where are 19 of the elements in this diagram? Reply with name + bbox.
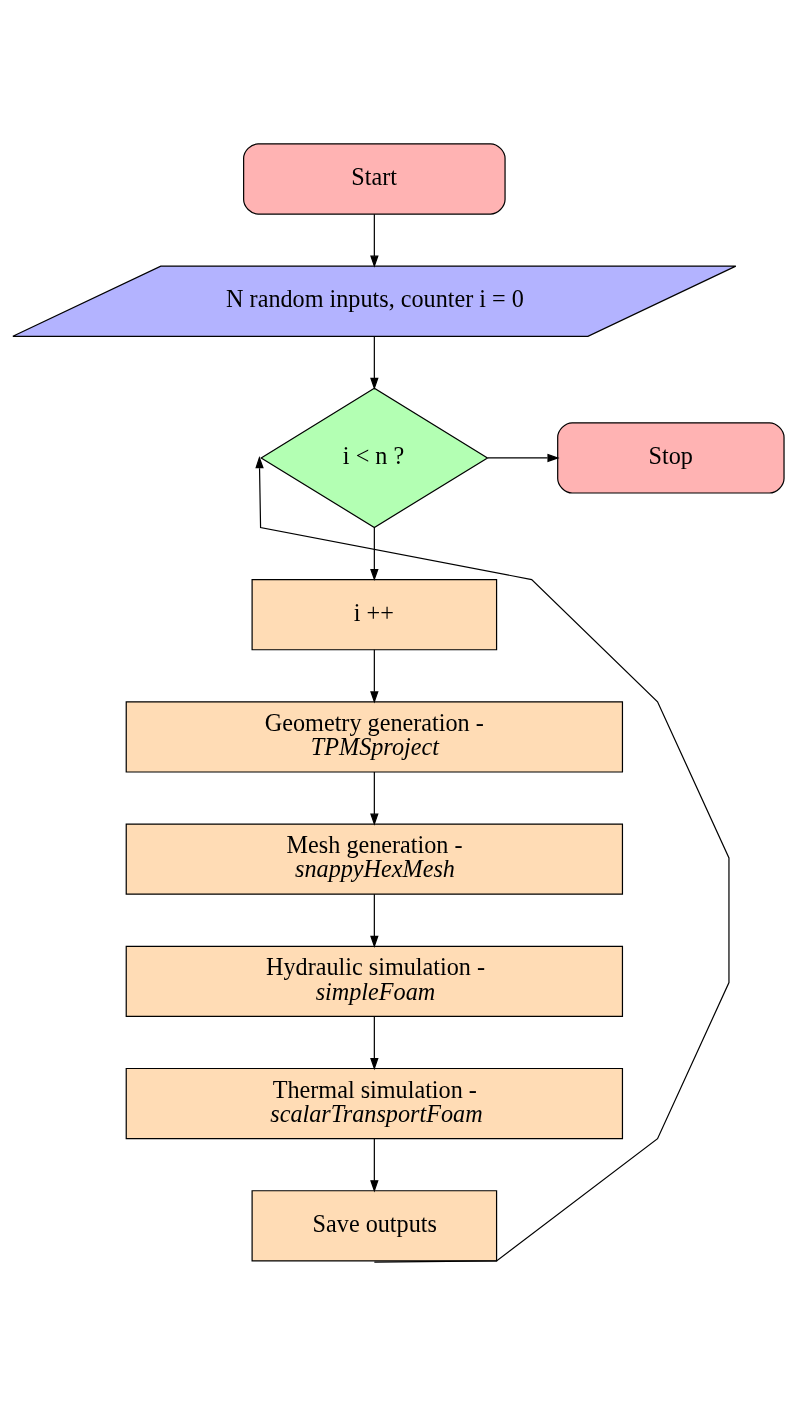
arrow — [370, 648, 379, 703]
arrow — [370, 1015, 379, 1070]
arrow — [370, 213, 379, 268]
node-box: i ++ — [251, 578, 498, 650]
node-box: Geometry generation - TPMSproject — [125, 700, 624, 773]
node-box: Mesh generation - snappyHexMesh — [125, 822, 624, 895]
arrow — [370, 893, 379, 948]
arrow — [370, 335, 379, 390]
node-box: Hydraulic simulation - simpleFoam — [125, 945, 624, 1017]
node-box: Start — [243, 142, 506, 215]
node-diamond: i < n ? — [260, 387, 489, 528]
node-box: Save outputs — [251, 1189, 498, 1262]
arrow — [370, 1137, 379, 1192]
arrow — [255, 455, 730, 1263]
arrow — [487, 453, 560, 462]
node-box: Stop — [557, 421, 785, 494]
node-box: Thermal simulation - scalarTransportFoam — [125, 1067, 624, 1139]
arrow — [370, 771, 379, 826]
arrow — [370, 526, 379, 581]
